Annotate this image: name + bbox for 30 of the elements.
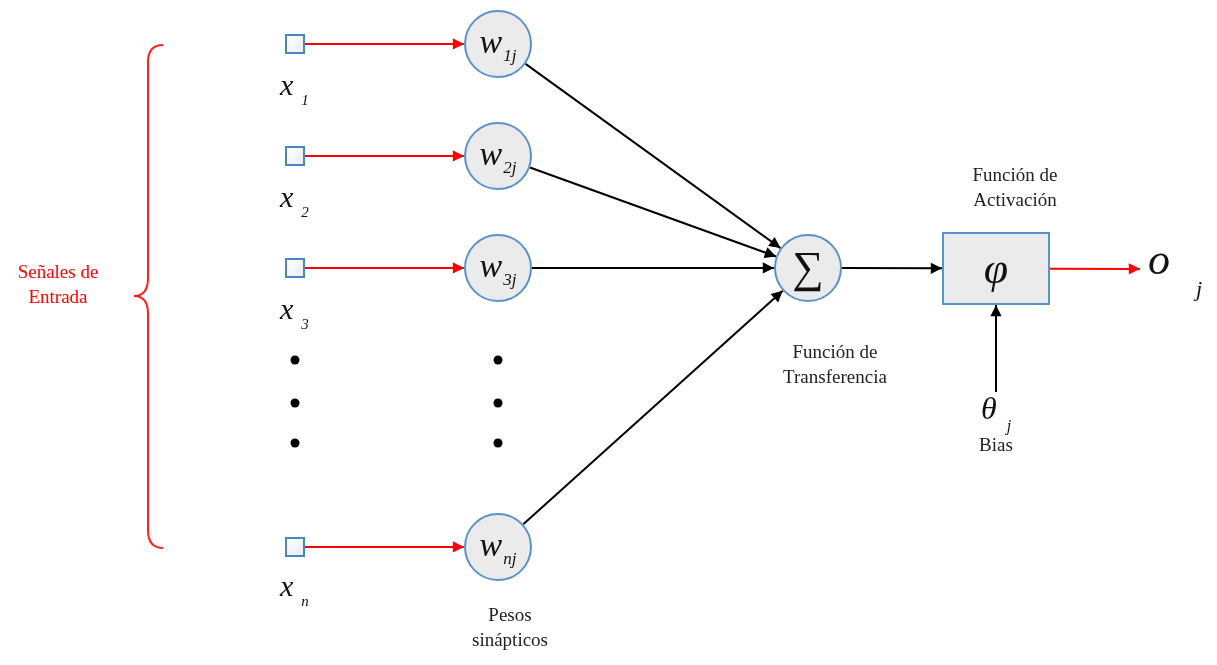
annotation-text: Señales de Entrada — [16, 260, 100, 309]
arrow — [304, 150, 465, 162]
arrow — [522, 289, 784, 526]
node-label: Función de Activación — [971, 163, 1059, 212]
math-label: w$_{3j}$ — [479, 248, 517, 288]
math-label: φ — [983, 246, 1009, 291]
input-square — [285, 146, 305, 166]
arrow — [304, 38, 465, 50]
math-label: w$_{nj}$ — [479, 527, 517, 567]
node-label: Función de Transferencia — [782, 340, 888, 389]
math-label: o$_{j}$ — [1147, 238, 1203, 300]
arrow — [990, 304, 1002, 393]
arrow — [841, 262, 943, 274]
input-square — [285, 34, 305, 54]
math-label: w$_{2j}$ — [479, 136, 517, 176]
annotation-text: Pesos sinápticos — [471, 603, 549, 652]
bias-label: Bias — [979, 434, 1013, 457]
math-label: w$_{1j}$ — [479, 24, 517, 64]
arrow — [1049, 263, 1141, 275]
arrow — [304, 262, 465, 274]
arrow — [304, 541, 465, 553]
arrow — [531, 262, 775, 274]
math-label: ∑ — [792, 246, 824, 290]
arrow — [529, 166, 777, 258]
input-square — [285, 537, 305, 557]
input-square — [285, 258, 305, 278]
neuron-circle — [774, 234, 842, 302]
math-label: θ$_{j}$ — [980, 392, 1012, 434]
arrow — [524, 62, 782, 250]
activation-box — [942, 232, 1050, 305]
